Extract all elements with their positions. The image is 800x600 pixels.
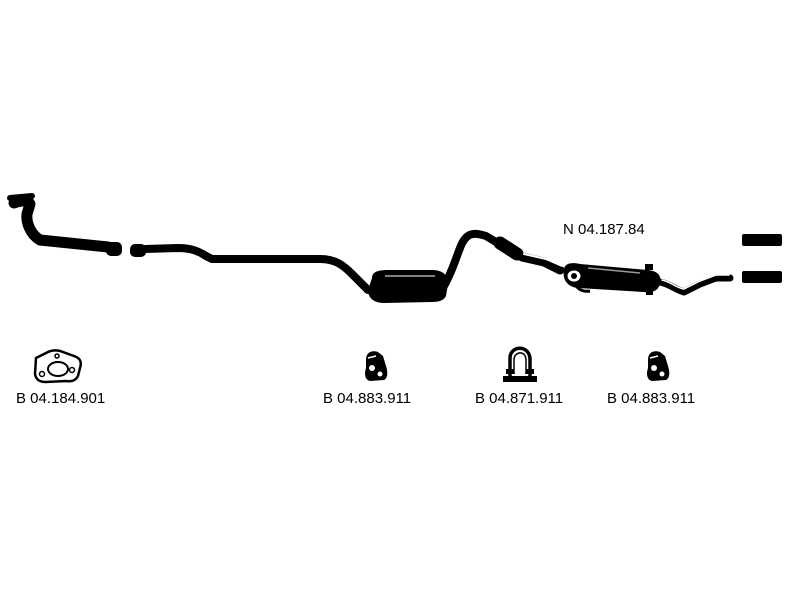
rear-hanger-part-number: B 04.883.911 bbox=[607, 390, 696, 407]
clamp-part-number: B 04.871.911 bbox=[475, 390, 564, 407]
flange-gasket-icon bbox=[33, 349, 82, 384]
gasket-part-number: B 04.184.901 bbox=[16, 390, 106, 407]
centre-silencer bbox=[368, 270, 448, 303]
tail-pipes bbox=[742, 234, 782, 283]
rear-silencer-part-number: N 04.187.84 bbox=[563, 221, 645, 238]
middle-pipe bbox=[130, 229, 524, 294]
front-pipe bbox=[7, 193, 122, 256]
u-bolt-clamp-icon bbox=[503, 346, 537, 382]
front-hanger-part-number: B 04.883.911 bbox=[323, 390, 412, 407]
rear-silencer bbox=[563, 263, 661, 295]
rubber-hanger-icon bbox=[647, 351, 670, 381]
rubber-hanger-icon bbox=[365, 351, 388, 381]
rear-section bbox=[517, 252, 734, 296]
